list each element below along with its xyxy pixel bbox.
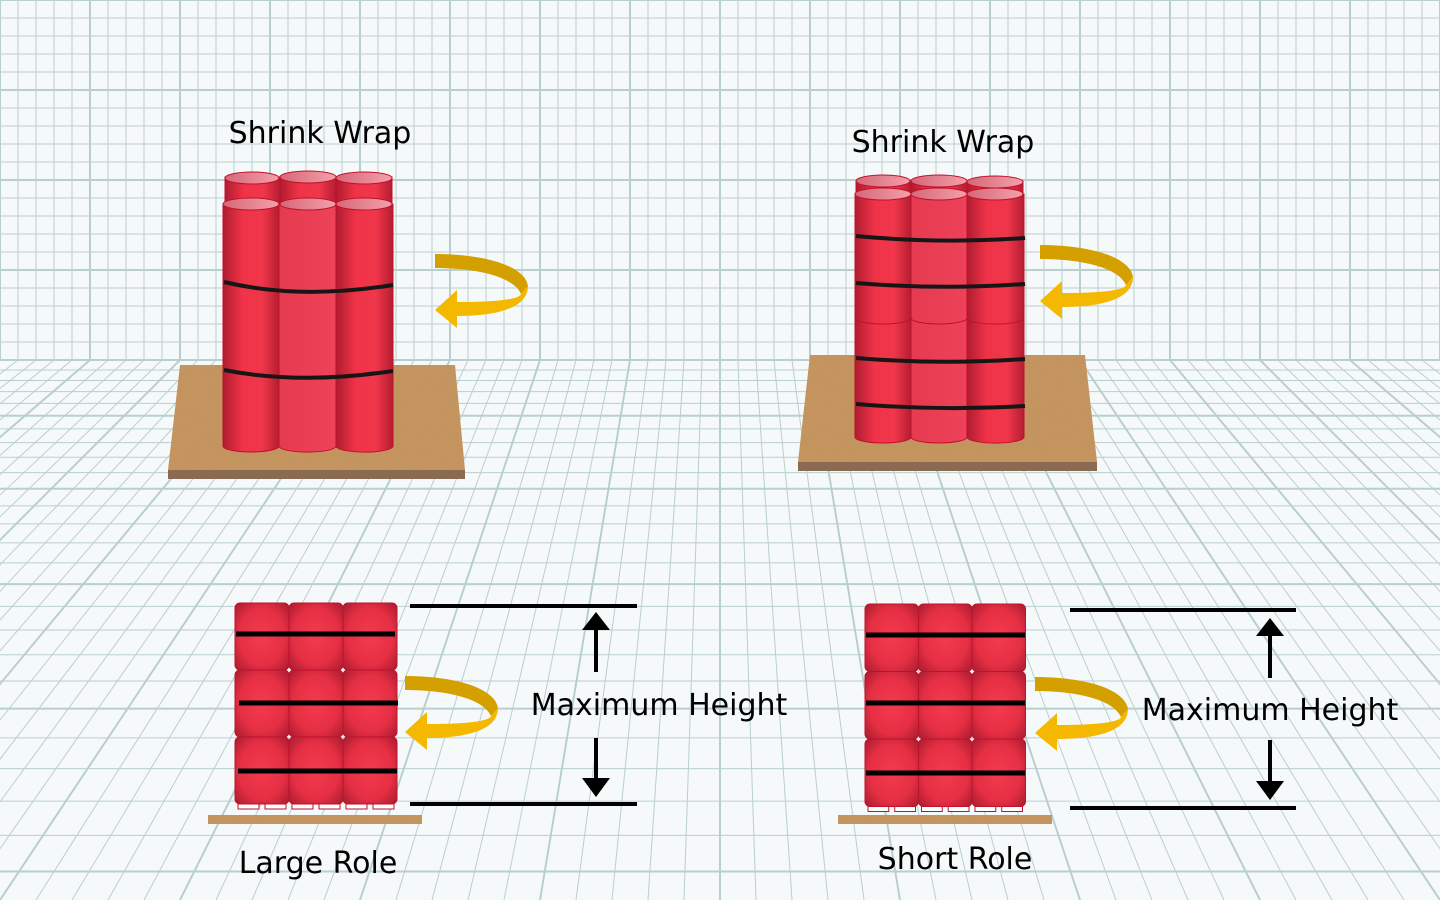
roll-end: [971, 603, 1026, 672]
grid-line: [1205, 359, 1440, 621]
roll-end: [864, 603, 919, 672]
wrap-direction-arrow-icon: [1035, 677, 1128, 751]
roll-base: [867, 806, 890, 812]
strap-band: [223, 368, 394, 380]
grid-line: [0, 359, 127, 476]
grid-line: [0, 359, 235, 621]
grid-line: [1277, 359, 1440, 518]
strap-band: [223, 280, 394, 294]
roll-base: [264, 803, 287, 810]
grid-line: [1169, 359, 1440, 686]
grid-line: [0, 359, 145, 496]
roll-base: [372, 803, 395, 810]
roll-stack-front-view: [234, 602, 398, 810]
strap-band: [855, 402, 1026, 411]
grid-line: [1079, 359, 1440, 900]
dimension-label: Maximum Height: [1142, 693, 1399, 728]
wrap-direction-arrow-icon: [1040, 245, 1133, 319]
grid-line: [1295, 359, 1440, 496]
bottom-left-label: Large Role: [239, 846, 398, 881]
grid-line: [0, 359, 181, 542]
grid-line: [1223, 359, 1440, 593]
grid-line: [1187, 359, 1440, 652]
grid-line: [611, 359, 667, 900]
grid-line: [575, 359, 649, 900]
strap-band: [855, 281, 1026, 289]
strap-bands: [236, 631, 398, 774]
grid-line: [1043, 359, 1369, 900]
bottom-left-bundle: Maximum Height Large Role: [208, 602, 788, 881]
grid-line: [0, 359, 109, 456]
roll-base: [974, 806, 997, 812]
roll-base: [921, 806, 943, 812]
wrap-direction-arrow-icon: [405, 676, 498, 750]
grid-line: [683, 359, 703, 900]
roll-base: [894, 806, 916, 812]
grid-line: [737, 359, 757, 900]
grid-line: [0, 359, 163, 518]
top-right-label: Shrink Wrap: [852, 125, 1035, 160]
grid-line: [395, 359, 559, 900]
roll-base: [237, 803, 260, 810]
grid-line: [0, 359, 199, 566]
grid-line: [755, 359, 793, 900]
grid-line: [1133, 359, 1440, 760]
grid-line: [1061, 359, 1405, 900]
strap-bands: [866, 632, 1025, 776]
front-rolls: [222, 197, 394, 453]
top-right-bundle: Shrink Wrap: [798, 125, 1133, 471]
strap-band: [855, 356, 1026, 364]
roll-base: [947, 806, 970, 812]
roll-base: [1001, 806, 1023, 812]
top-left-bundle: Shrink Wrap: [168, 116, 528, 479]
grid-line: [359, 359, 541, 900]
cork-pallet: [208, 815, 422, 824]
grid-line: [0, 359, 217, 593]
grid-line: [1331, 359, 1440, 456]
roll-stack-front-view: [864, 603, 1026, 812]
grid-line: [1241, 359, 1440, 566]
grid-line: [467, 359, 595, 900]
dimension-label: Maximum Height: [531, 688, 788, 723]
grid-line: [503, 359, 613, 900]
grid-line: [1097, 359, 1440, 850]
roll-base: [345, 803, 368, 810]
grid-line: [773, 359, 829, 900]
grid-line: [1151, 359, 1440, 721]
grid-line: [323, 359, 523, 900]
cork-pallet: [838, 815, 1052, 824]
front-rolls: [854, 187, 1025, 444]
strap-band: [855, 234, 1026, 243]
wrap-direction-arrow-icon: [435, 254, 528, 328]
roll-base: [291, 803, 314, 810]
bottom-right-bundle: Maximum Height Short Role: [838, 603, 1399, 877]
grid-line: [1259, 359, 1440, 542]
grid-line: [1115, 359, 1440, 803]
roll-base: [318, 803, 341, 810]
grid-line: [431, 359, 577, 900]
grid-line: [1313, 359, 1440, 476]
roll-end: [918, 603, 973, 672]
top-left-label: Shrink Wrap: [229, 116, 412, 151]
bottom-right-label: Short Role: [878, 842, 1033, 877]
grid-line: [647, 359, 685, 900]
